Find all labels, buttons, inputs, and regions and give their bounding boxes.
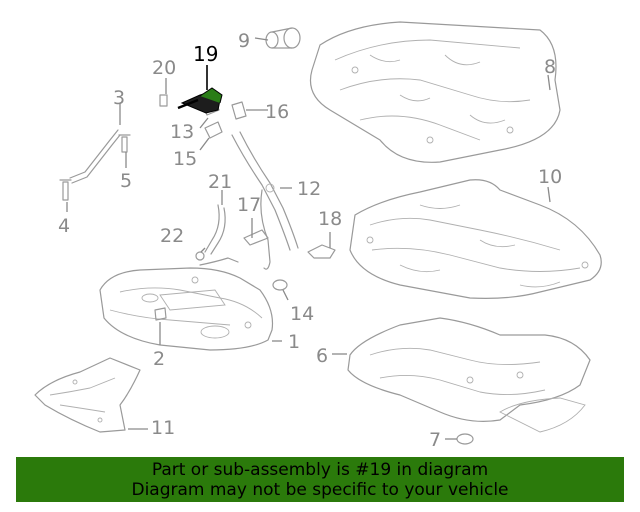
part-21-hose (204, 204, 226, 255)
part-9-plug (265, 27, 301, 49)
callout-2: 2 (153, 348, 165, 370)
callout-16: 16 (265, 101, 289, 123)
callout-6: 6 (316, 345, 328, 367)
part-22-clip (195, 251, 205, 261)
callout-12: 12 (297, 178, 321, 200)
part-5-bolt (118, 134, 131, 153)
part-16-clip (231, 101, 247, 120)
callout-15: 15 (173, 148, 197, 170)
callout-4: 4 (58, 215, 70, 237)
callout-21: 21 (208, 171, 232, 193)
banner-line-1: Part or sub-assembly is #19 in diagram (151, 459, 489, 480)
callout-14: 14 (290, 303, 314, 325)
part-11-tank-protector (34, 357, 141, 433)
callout-labels: 3 4 5 2 1 9 8 10 6 7 11 12 13 14 15 16 1… (58, 30, 562, 451)
callout-8: 8 (544, 56, 556, 78)
callout-7: 7 (429, 429, 441, 451)
part-10-floor-pan (349, 179, 602, 299)
part-17-bracket (243, 229, 269, 246)
diagram-canvas: 3 4 5 2 1 9 8 10 6 7 11 12 13 14 15 16 1… (34, 21, 602, 451)
part-15-bracket (204, 121, 223, 139)
callout-19-highlighted: 19 (193, 42, 218, 66)
part-18-clamp (307, 244, 336, 259)
banner-line-2: Diagram may not be specific to your vehi… (131, 479, 509, 500)
part-2-bracket (154, 307, 167, 321)
callout-5: 5 (120, 170, 132, 192)
part-20-clip (159, 94, 168, 107)
callout-9: 9 (238, 30, 250, 52)
callout-1: 1 (288, 331, 300, 353)
callout-10: 10 (538, 166, 562, 188)
callout-17: 17 (237, 194, 261, 216)
part-4-bolt (59, 179, 72, 201)
part-12-filler-pipe (231, 131, 299, 270)
part-14-grommet (272, 279, 288, 291)
info-banner: Part or sub-assembly is #19 in diagram D… (16, 457, 624, 502)
callout-20: 20 (152, 57, 176, 79)
part-6-lower-protector (347, 317, 591, 433)
part-8-floor-insulator (309, 21, 561, 163)
part-1-fuel-tank (99, 267, 274, 351)
leader-lines (66, 37, 551, 440)
part-7-plug (456, 433, 474, 445)
part-3-rod (69, 129, 121, 184)
part-19-highlighted (177, 87, 223, 114)
callout-13: 13 (170, 121, 194, 143)
vapor-line (199, 257, 239, 266)
callout-3: 3 (113, 87, 125, 109)
callout-11: 11 (151, 417, 175, 439)
callout-18: 18 (318, 208, 342, 230)
callout-22: 22 (160, 225, 184, 247)
